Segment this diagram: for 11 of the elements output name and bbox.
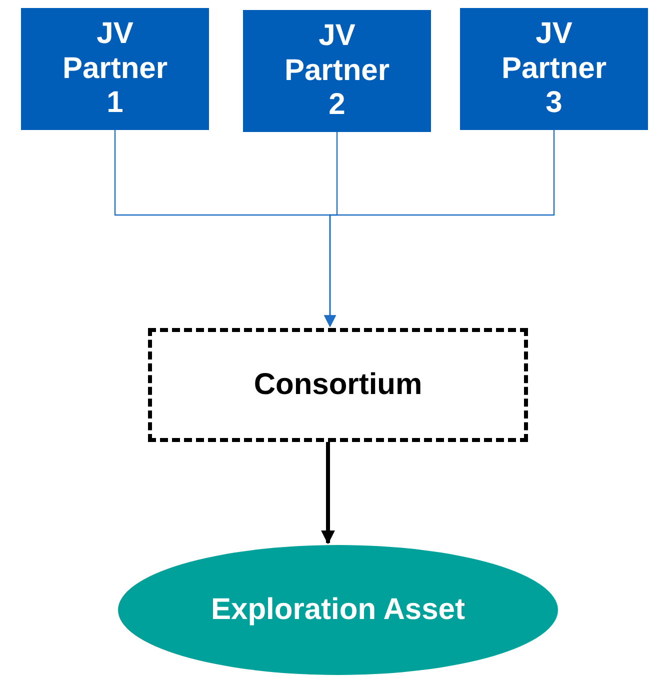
node-label: Exploration Asset: [211, 592, 465, 628]
partner-box: [21, 8, 209, 130]
node-label: JV Partner 1: [61, 17, 169, 121]
arrow: [324, 130, 555, 328]
node-label: JV Partner 2: [283, 19, 391, 123]
node-label: Consortium: [254, 368, 422, 402]
partner-box: [460, 8, 648, 130]
consortium-box: [148, 328, 528, 442]
partner-box: [243, 10, 431, 132]
node-label: JV Partner 3: [500, 17, 608, 121]
arrow: [321, 442, 335, 544]
